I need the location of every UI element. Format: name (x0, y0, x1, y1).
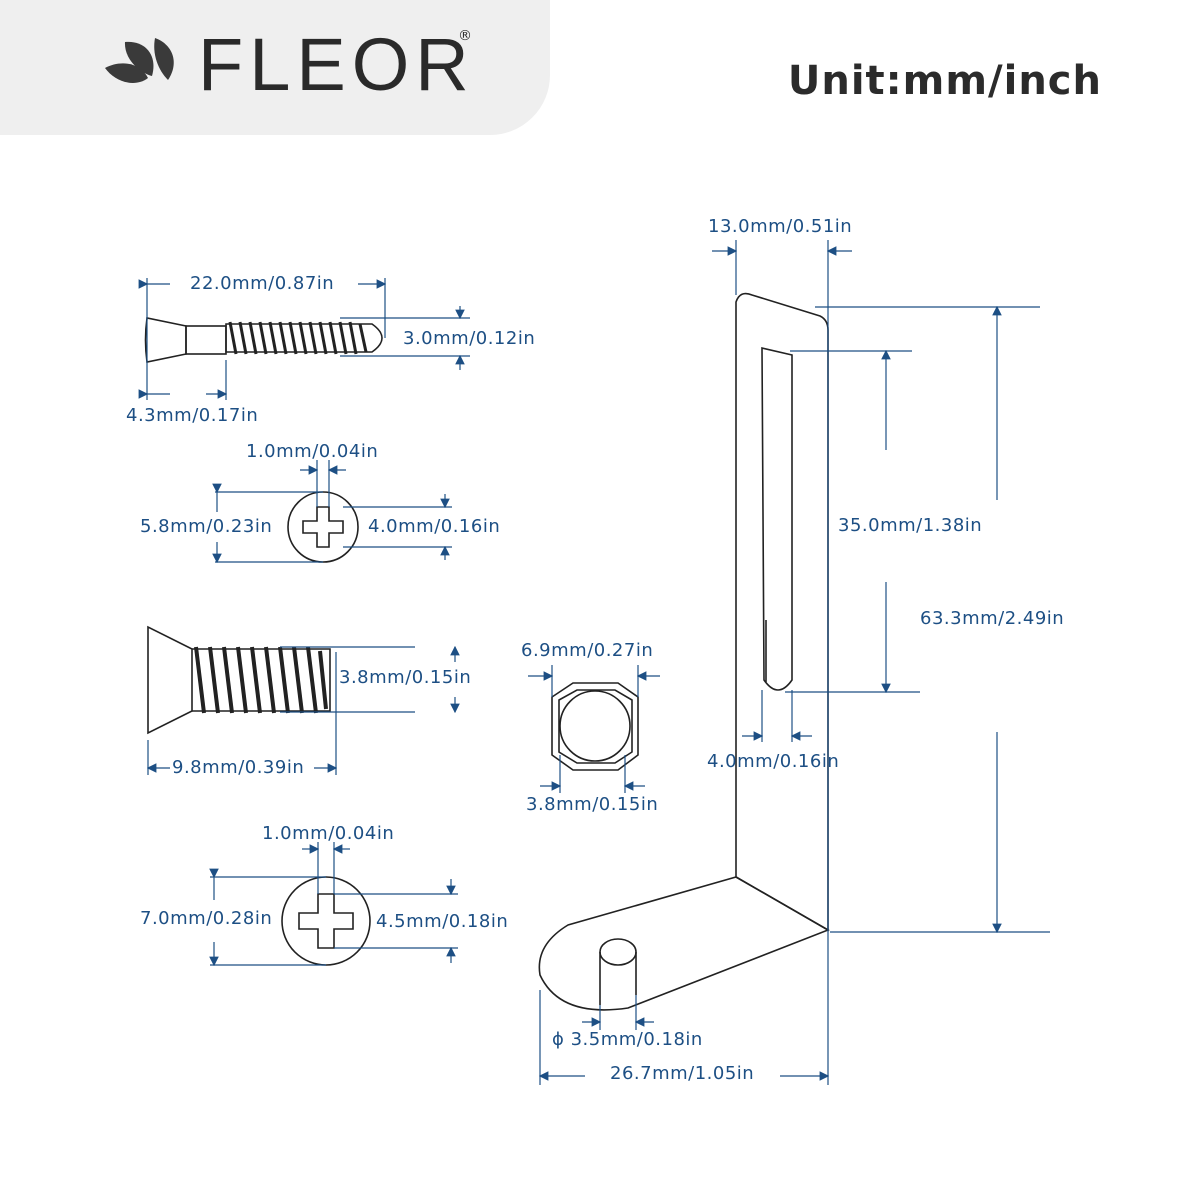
dim-screw-long-thread: 3.0mm/0.12in (403, 328, 535, 349)
dim-head1-slot: 1.0mm/0.04in (246, 441, 378, 462)
screw-head-large (281, 876, 371, 966)
short-screw (147, 625, 331, 735)
short-screw-threads (194, 646, 328, 714)
long-screw (144, 317, 383, 363)
dim-head1-diameter: 5.8mm/0.23in (140, 516, 272, 537)
dim-short-screw-thread: 3.8mm/0.15in (339, 667, 471, 688)
dim-head2-diameter: 7.0mm/0.28in (140, 908, 272, 929)
leaf-logo-icon (105, 38, 174, 83)
dim-bracket-foot: 26.7mm/1.05in (610, 1063, 754, 1084)
registered-mark: ® (458, 28, 472, 44)
unit-label: Unit:mm/inch (787, 58, 1102, 104)
long-screw-threads (228, 321, 368, 355)
dim-head1-cross: 4.0mm/0.16in (368, 516, 500, 537)
dim-bracket-slot-length: 35.0mm/1.38in (838, 515, 982, 536)
header-logo-panel (0, 0, 550, 135)
dim-head2-slot: 1.0mm/0.04in (262, 823, 394, 844)
hex-nut (551, 682, 639, 771)
dim-hex-outer: 6.9mm/0.27in (521, 640, 653, 661)
dim-short-screw-length: 9.8mm/0.39in (172, 757, 304, 778)
dim-screw-long-shank: 4.3mm/0.17in (126, 405, 258, 426)
screw-head-small (287, 491, 359, 563)
dim-hex-inner: 3.8mm/0.15in (526, 794, 658, 815)
dim-bracket-hole: ϕ 3.5mm/0.18in (552, 1029, 703, 1050)
dim-bracket-slot-width: 4.0mm/0.16in (707, 751, 839, 772)
brand-name: FLEOR (198, 23, 475, 106)
dim-screw-long-length: 22.0mm/0.87in (190, 273, 334, 294)
dim-bracket-width: 13.0mm/0.51in (708, 216, 852, 237)
dim-bracket-height: 63.3mm/2.49in (920, 608, 1064, 629)
dim-head2-cross: 4.5mm/0.18in (376, 911, 508, 932)
